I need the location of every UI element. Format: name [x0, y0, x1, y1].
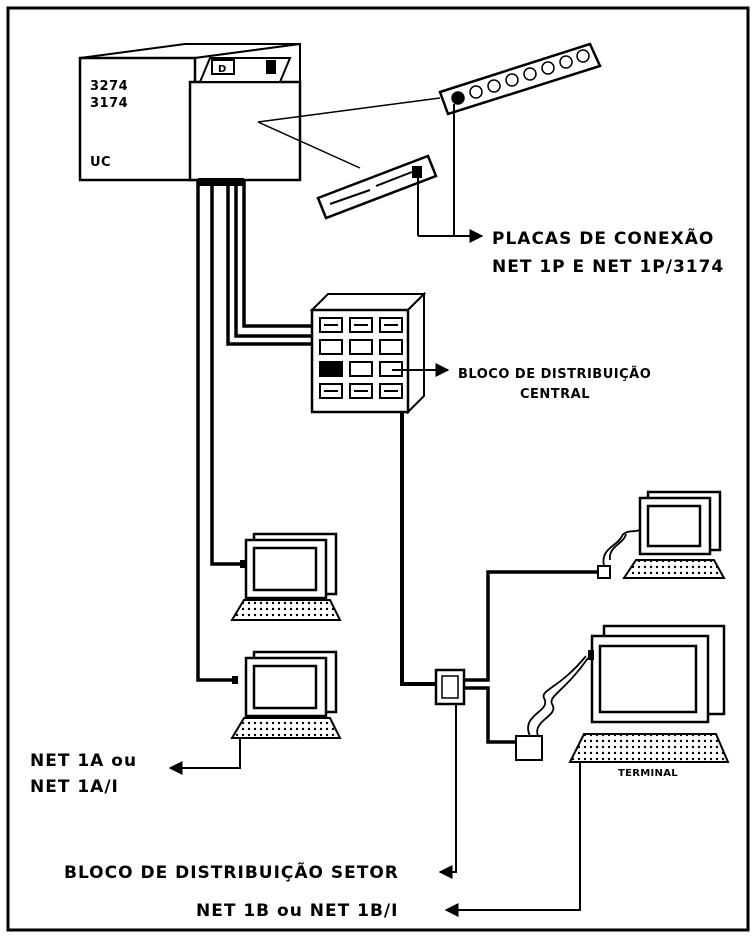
net1a-label-line1: NET 1A ou [30, 751, 137, 771]
central-block-label-line1: BLOCO DE DISTRIBUIÇÃO [458, 366, 651, 382]
slot-label: D [218, 64, 227, 75]
controller-cables [196, 180, 312, 682]
workstation-lower [230, 650, 342, 739]
central-block-label-line2: CENTRAL [520, 387, 590, 402]
connection-boards-label-line2: NET 1P E NET 1P/3174 [492, 257, 724, 277]
workstation-right-upper [597, 490, 726, 579]
net1b-label: NET 1B ou NET 1B/I [196, 901, 398, 921]
controller-unit: D 3274 3174 UC [78, 42, 302, 186]
net1b-arrow [444, 762, 581, 917]
diagram-frame [6, 6, 750, 932]
net1a-label-line2: NET 1A/I [30, 777, 119, 797]
connection-board-upper [438, 42, 602, 116]
terminal-label: TERMINAL [618, 768, 678, 779]
workstation-upper [230, 532, 342, 621]
unit-controller-label: UC [90, 155, 111, 170]
central-distribution-block [309, 291, 427, 415]
unit-model-line1: 3274 [90, 79, 128, 94]
sector-block-arrow [438, 704, 457, 879]
callout-line-lower [257, 121, 361, 169]
net1a-arrow [168, 738, 241, 775]
callout-line-upper [257, 97, 441, 123]
connection-board-lower [316, 154, 438, 220]
sector-distribution-block [434, 668, 466, 706]
drive-slot [211, 59, 235, 75]
sector-cables [464, 570, 602, 744]
central-to-sector-cable [400, 412, 436, 686]
connection-boards-label-line1: PLACAS DE CONEXÃO [492, 226, 714, 249]
sector-block-label: BLOCO DE DISTRIBUIÇÃO SETOR [64, 860, 399, 883]
terminal [515, 624, 730, 763]
unit-model-line2: 3174 [90, 96, 128, 111]
